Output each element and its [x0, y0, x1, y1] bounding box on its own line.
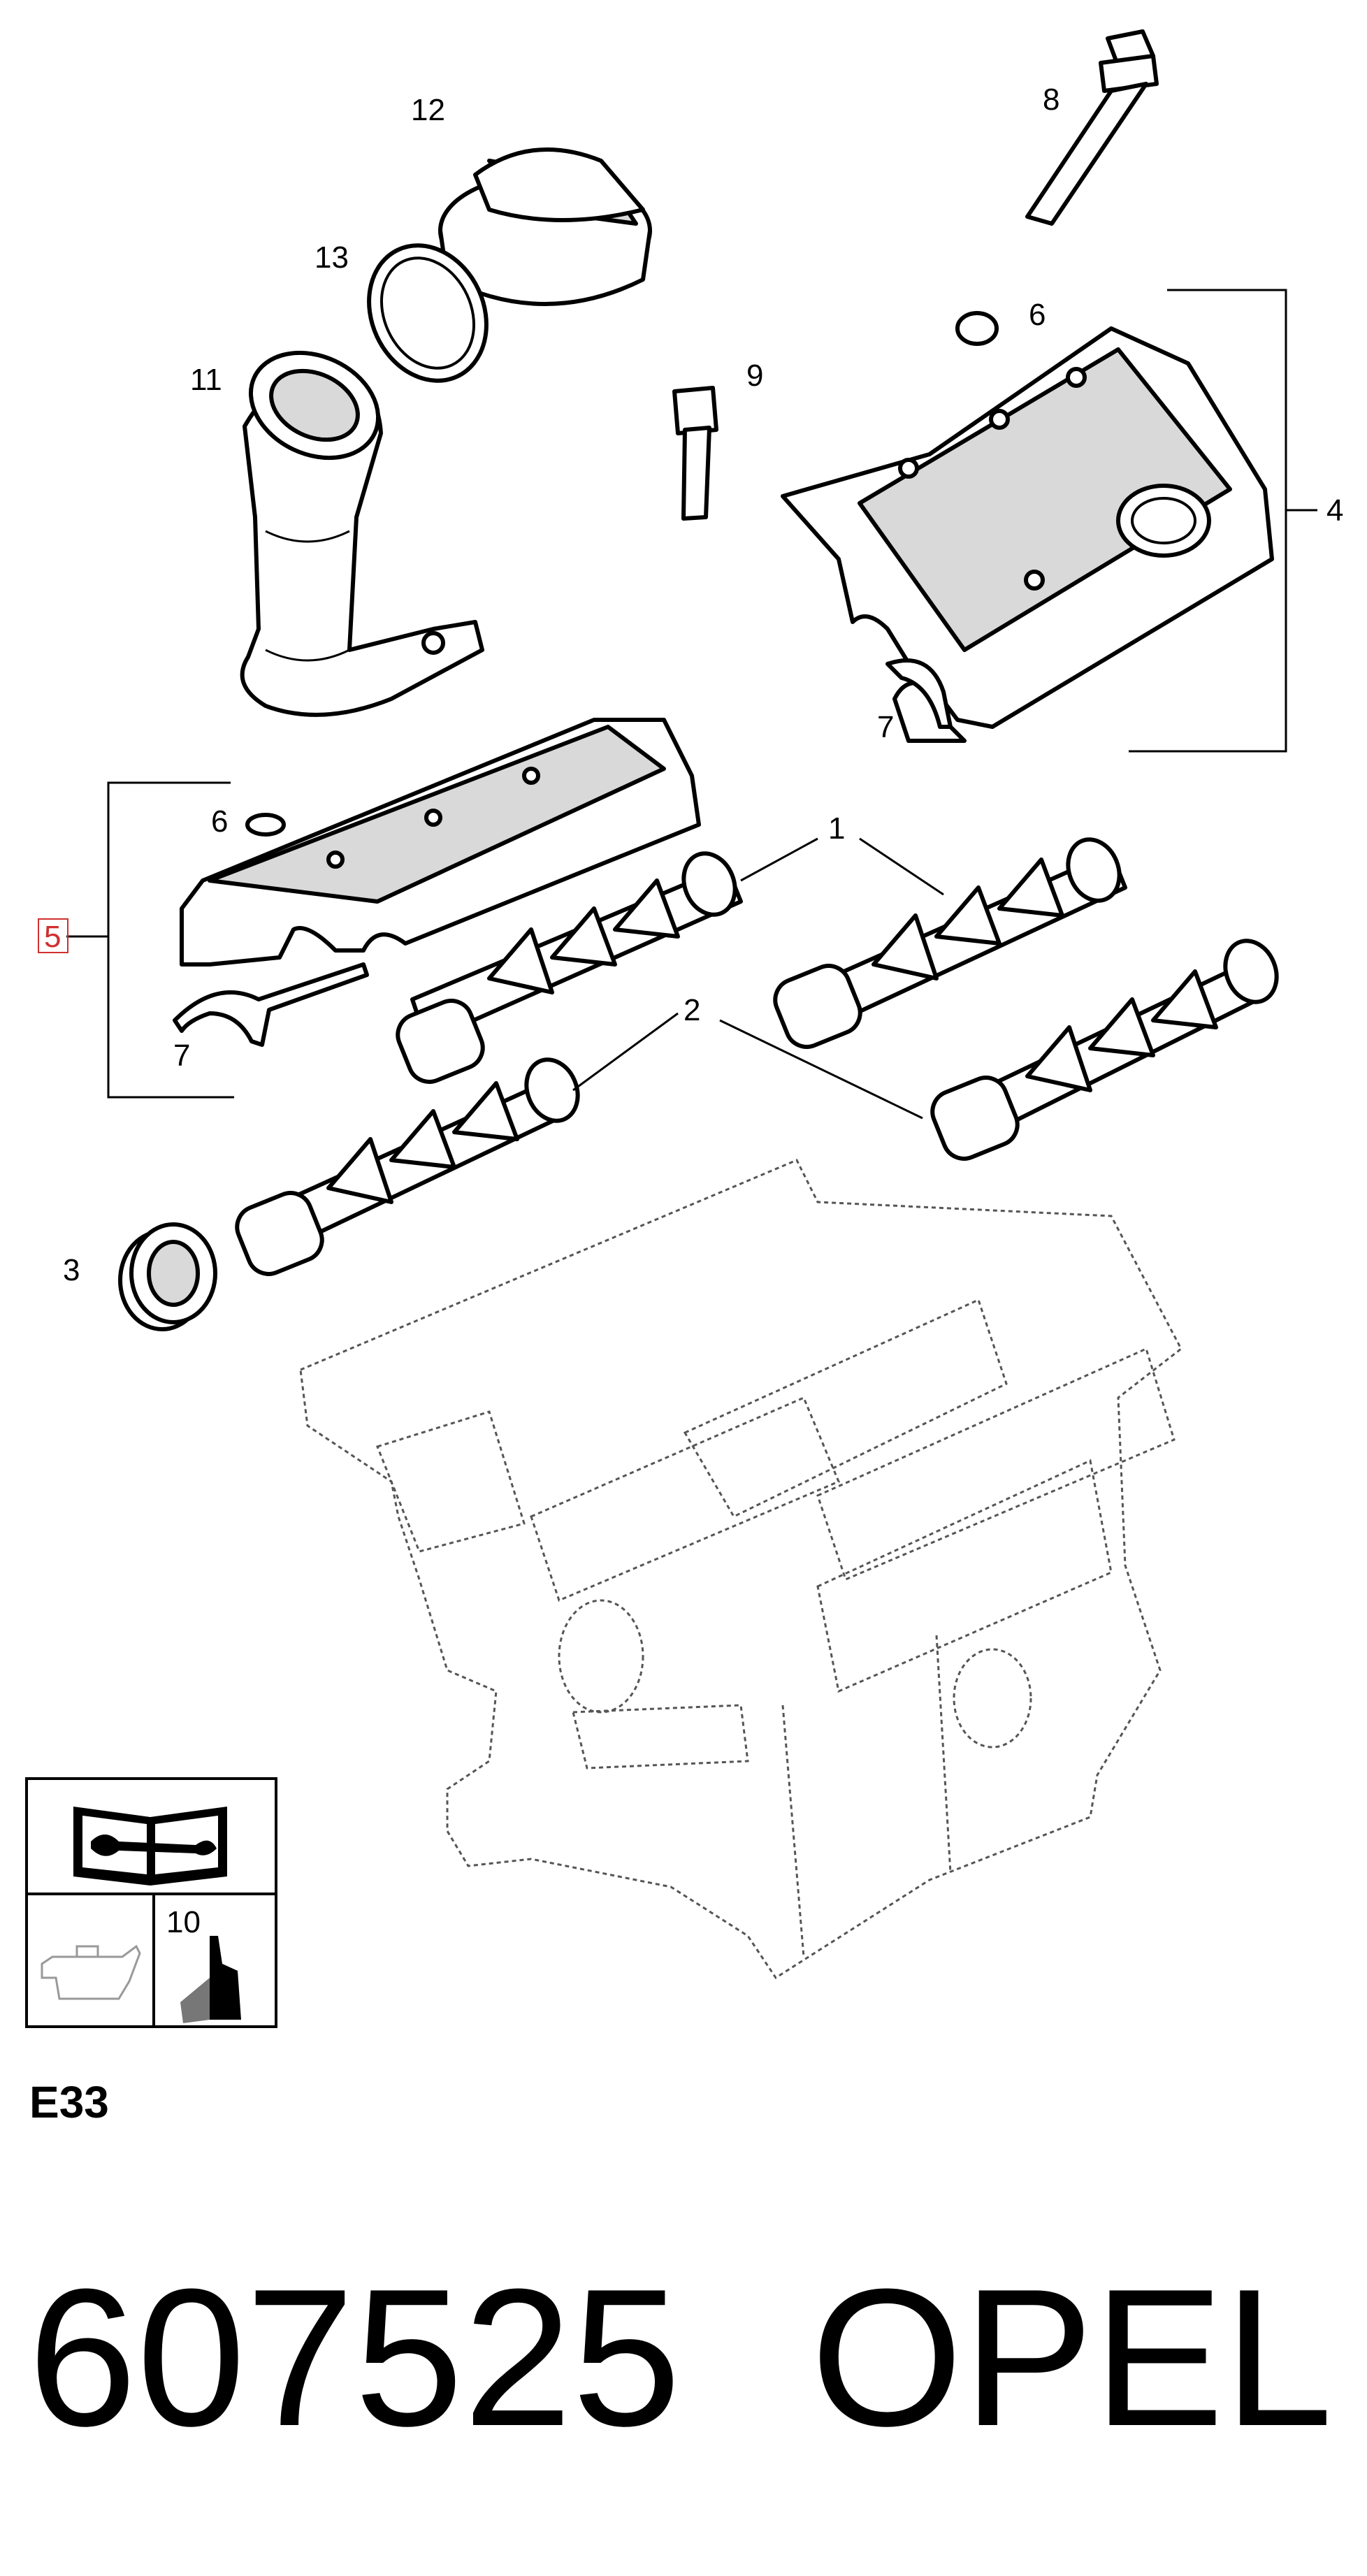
callout-8: 8	[1043, 82, 1059, 117]
section-code: E33	[29, 2077, 109, 2127]
callout-6: 6	[211, 804, 228, 839]
leader-2	[572, 1012, 923, 1120]
brand-name: OPEL	[811, 2249, 1333, 2467]
camshaft	[930, 939, 1279, 1161]
callout-1: 1	[828, 811, 845, 846]
callout-6: 6	[1029, 298, 1046, 332]
callout-12: 12	[411, 93, 445, 127]
oil-filler-cap	[438, 147, 652, 306]
shaft-seal	[118, 1222, 217, 1331]
camshaft	[773, 837, 1127, 1049]
callout-13: 13	[314, 240, 349, 275]
oil-filler-neck	[240, 350, 484, 717]
camshaft	[396, 851, 743, 1084]
callout-2: 2	[684, 993, 700, 1027]
callout-7: 7	[877, 710, 894, 744]
callout-4: 4	[1326, 493, 1343, 528]
engine-block-outline	[299, 1159, 1182, 1980]
callout-5: 5	[44, 920, 61, 954]
camshaft	[235, 1057, 580, 1276]
o-ring-seal	[367, 243, 489, 383]
oil-can-icon	[41, 1944, 141, 2000]
part-number: 607525	[28, 2249, 681, 2467]
small-seal-ring	[245, 813, 286, 837]
half-moon-gasket	[173, 962, 369, 1047]
camshaft-cover-left	[180, 718, 701, 967]
bracket-5	[66, 781, 234, 1099]
leader-1	[740, 837, 944, 896]
callout-3: 3	[63, 1253, 80, 1287]
callout-9: 9	[746, 359, 763, 393]
legend-box	[25, 1777, 277, 2028]
long-bolt	[1025, 29, 1159, 226]
bracket-4	[1129, 289, 1317, 753]
short-bolt	[672, 386, 718, 521]
half-moon-gasket	[885, 658, 953, 729]
callout-7: 7	[173, 1039, 190, 1073]
small-seal-ring	[955, 311, 999, 346]
callout-11: 11	[190, 363, 222, 397]
manual-book-icon	[73, 1807, 227, 1886]
callout-5-box	[38, 918, 68, 953]
callout-10: 10	[166, 1905, 201, 1939]
camshaft-cover-right	[781, 326, 1274, 743]
sealant-bottle-icon	[180, 1936, 241, 2023]
